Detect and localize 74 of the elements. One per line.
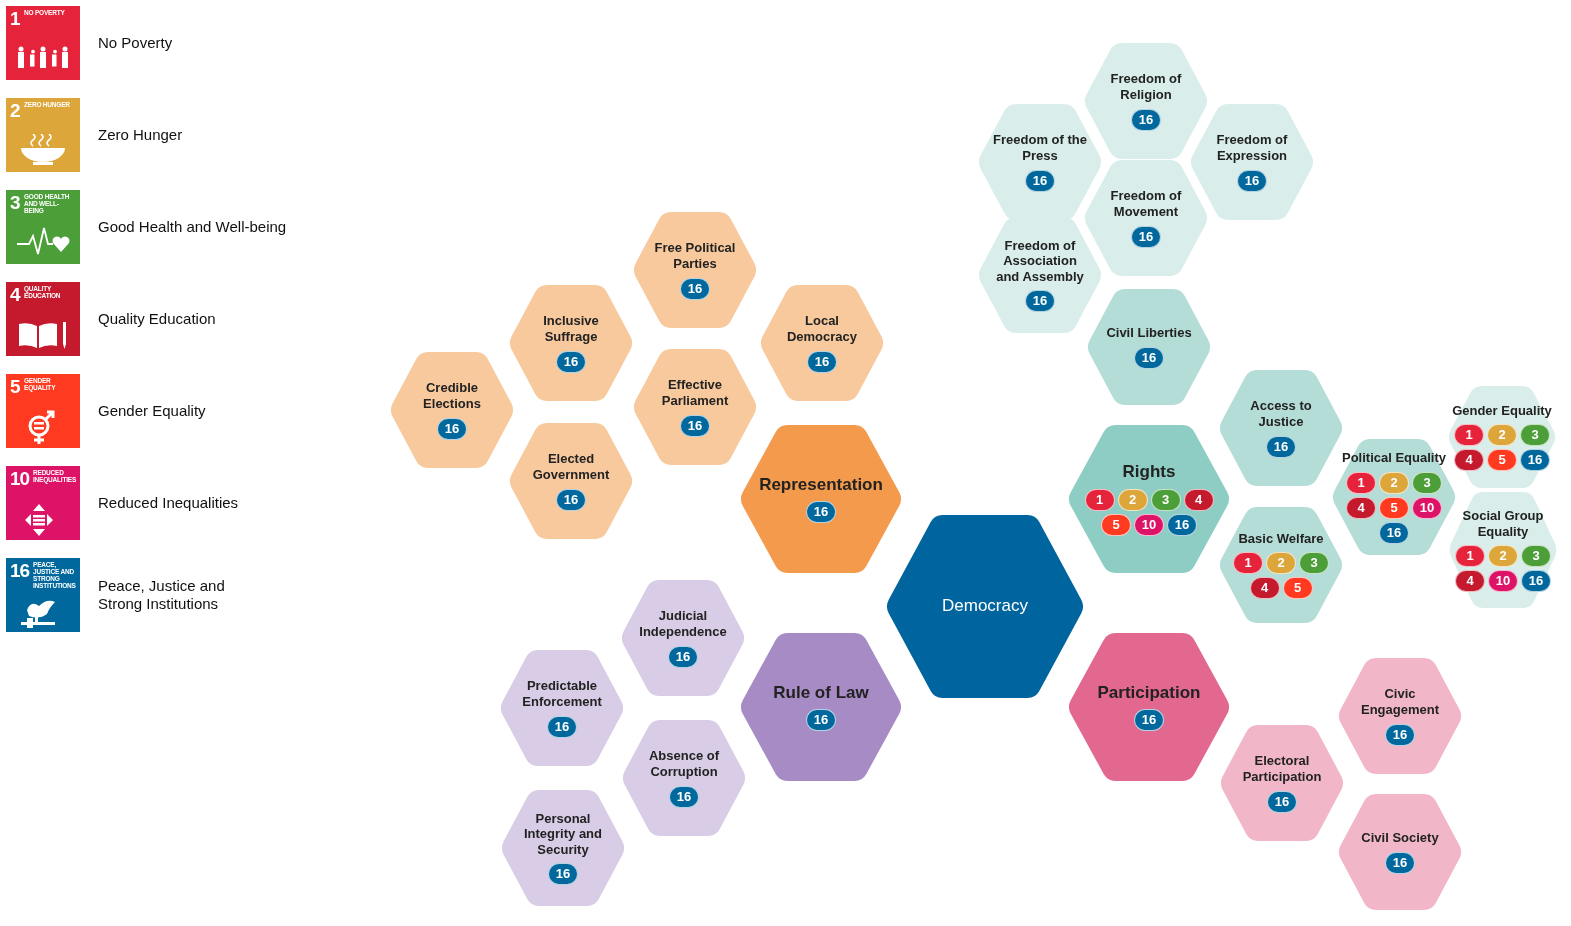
legend-label: Good Health and Well-being [98,218,287,236]
hexagon-node [507,422,635,540]
hexagon-node [1336,793,1464,911]
node-title: Electoral Participation [1241,753,1323,785]
hexagon-node [1330,438,1458,556]
node-title: Predictable Enforcement [521,678,603,710]
node-title: Rights [1122,462,1176,483]
goal-number: 4 [10,285,20,305]
hexagon-node [1066,632,1232,782]
hexagon-node [1446,385,1558,489]
node-title: Free Political Parties [653,240,737,272]
hexagon-node [1085,288,1213,406]
legend-label: Reduced Inequalities [98,494,239,512]
goal-badge: 4 [1455,570,1485,593]
hexagon-node [631,348,759,466]
node-title: Inclusive Suffrage [542,313,600,345]
goal-badge: 4 [1454,449,1484,472]
node-title: Effective Parliament [660,377,730,409]
hexagon-node [1336,657,1464,775]
goal-number: 2 [10,101,20,121]
legend-label: Peace, Justice and Strong Institutions [98,577,226,613]
hexagon-node [498,649,626,767]
hexagon-node [1217,506,1345,624]
node-title: Basic Welfare [1238,530,1324,547]
hexagon-node [1188,103,1316,221]
hexagon-node [1066,424,1232,574]
node-title: Civil Society [1361,830,1439,846]
node-title: Rule of Law [773,682,869,704]
legend-label: Quality Education [98,310,216,328]
node-title: Elected Government [531,451,611,483]
node-title: Freedom of Religion [1109,71,1183,103]
hexagon-node [619,579,747,697]
goal-number: 16 [10,561,30,581]
hexagon-node [1447,491,1559,609]
hexagon-node [976,216,1104,334]
node-title: Representation [759,474,883,496]
legend-label: Gender Equality [98,402,206,420]
hexagon-node [620,719,748,837]
node-title: Absence of Corruption [647,748,721,780]
node-title: Civic Engagement [1360,686,1440,718]
goal-number: 3 [10,193,20,213]
hexagon-node [631,211,759,329]
node-title: Judicial Independence [638,608,728,640]
node-title: Local Democracy [785,313,859,345]
hexagon-node [738,632,904,782]
node-title: Freedom of Movement [1109,188,1183,220]
node-title: Participation [1097,682,1201,704]
node-title: Social Group Equality [1461,507,1545,540]
node-title: Freedom of the Press [992,132,1088,164]
hexagon-node [507,284,635,402]
goal-number: 10 [10,469,30,489]
hexagon-node [884,513,1086,699]
legend-label: No Poverty [98,34,173,52]
hexagon-node [1217,369,1345,487]
hexagon-node [388,351,516,469]
node-title: Gender Equality [1452,402,1552,419]
goal-number: 1 [10,9,20,29]
hexagon-node [976,103,1104,221]
hexagon-node [738,424,904,574]
node-title: Political Equality [1342,450,1446,466]
node-title: Democracy [942,595,1028,617]
hexagon-node [1218,724,1346,842]
node-title: Freedom of Expression [1215,132,1289,164]
hexagon-node [758,284,886,402]
node-title: Personal Integrity and Security [523,810,603,858]
node-title: Freedom of Association and Assembly [995,237,1085,285]
legend-label: Zero Hunger [98,126,183,144]
goal-badge: 16 [1521,570,1551,593]
hexagon-node [1082,159,1210,277]
node-title: Credible Elections [422,380,482,412]
goal-number: 5 [10,377,20,397]
node-title: Access to Justice [1249,398,1313,430]
hexagon-node [499,789,627,907]
node-title: Civil Liberties [1106,325,1192,341]
